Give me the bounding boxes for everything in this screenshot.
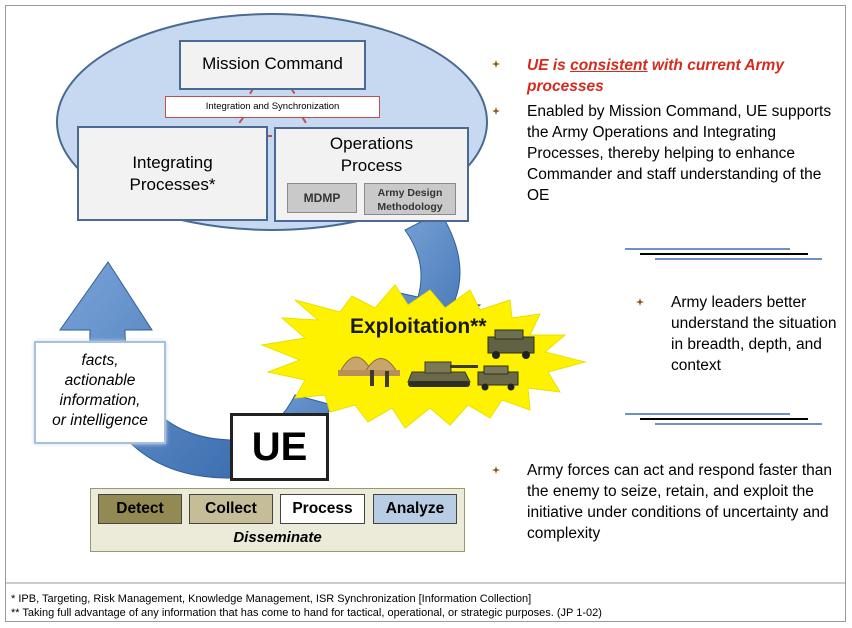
army-design-box: Army Design Methodology xyxy=(364,183,456,215)
facts-line3: information, xyxy=(59,392,141,409)
operations-process-line1: Operations xyxy=(329,134,414,153)
step-analyze: Analyze xyxy=(373,494,457,524)
bullet-leaders: Army leaders better understand the situa… xyxy=(671,294,837,374)
integration-sync-label: Integration and Synchronization xyxy=(205,101,340,112)
mission-command-box: Mission Command xyxy=(179,40,366,90)
integrating-processes-box: Integrating Processes* xyxy=(77,126,268,221)
footnote-2: ** Taking full advantage of any informat… xyxy=(11,607,602,619)
footnote-1: * IPB, Targeting, Risk Management, Knowl… xyxy=(11,593,532,605)
disseminate-panel: Detect Collect Process Analyze Dissemina… xyxy=(90,488,465,552)
step-detect: Detect xyxy=(98,494,182,524)
ue-box: UE xyxy=(230,413,329,481)
step-process: Process xyxy=(280,494,365,524)
slide-frame xyxy=(5,5,846,622)
bullet-forces: Army forces can act and respond faster t… xyxy=(527,462,832,542)
decorative-lines-top xyxy=(625,248,822,260)
mdmp-label: MDMP xyxy=(303,191,341,205)
facts-line2: actionable xyxy=(64,372,136,389)
bullet-consistent-suffix: with current Army processes xyxy=(527,57,784,95)
army-design-line2: Methodology xyxy=(377,201,443,213)
exploitation-label: Exploitation** xyxy=(350,315,487,338)
bullet-consistent: UE is consistent with current Army proce… xyxy=(527,55,827,97)
army-design-line1: Army Design xyxy=(377,187,443,199)
bullet-star-icon xyxy=(636,298,644,306)
military-vehicles-image xyxy=(338,329,535,391)
mission-command-label: Mission Command xyxy=(202,54,343,73)
bullet-consistent-underlined: consistent xyxy=(570,57,648,74)
decorative-lines-bottom xyxy=(625,413,822,425)
bullet-consistent-prefix: UE is xyxy=(527,57,571,74)
bullet-enabled: Enabled by Mission Command, UE supports … xyxy=(527,103,832,204)
integration-sync-box: Integration and Synchronization xyxy=(165,96,380,118)
exploitation-starburst xyxy=(260,284,587,429)
integrating-processes-line1: Integrating xyxy=(132,153,213,172)
mdmp-box: MDMP xyxy=(287,183,357,213)
bullet-star-icon xyxy=(492,60,500,68)
ue-label: UE xyxy=(251,425,308,469)
disseminate-label: Disseminate xyxy=(233,529,322,546)
step-collect: Collect xyxy=(189,494,273,524)
facts-line4: or intelligence xyxy=(52,412,148,429)
facts-line1: facts, xyxy=(81,352,119,369)
integrating-processes-line2: Processes* xyxy=(129,175,216,194)
operations-process-line2: Process xyxy=(340,156,403,175)
cycle-arrow-left xyxy=(59,261,236,479)
bullet-star-icon xyxy=(492,466,500,474)
bullet-star-icon xyxy=(492,107,500,115)
facts-box: facts, actionable information, or intell… xyxy=(34,341,166,444)
